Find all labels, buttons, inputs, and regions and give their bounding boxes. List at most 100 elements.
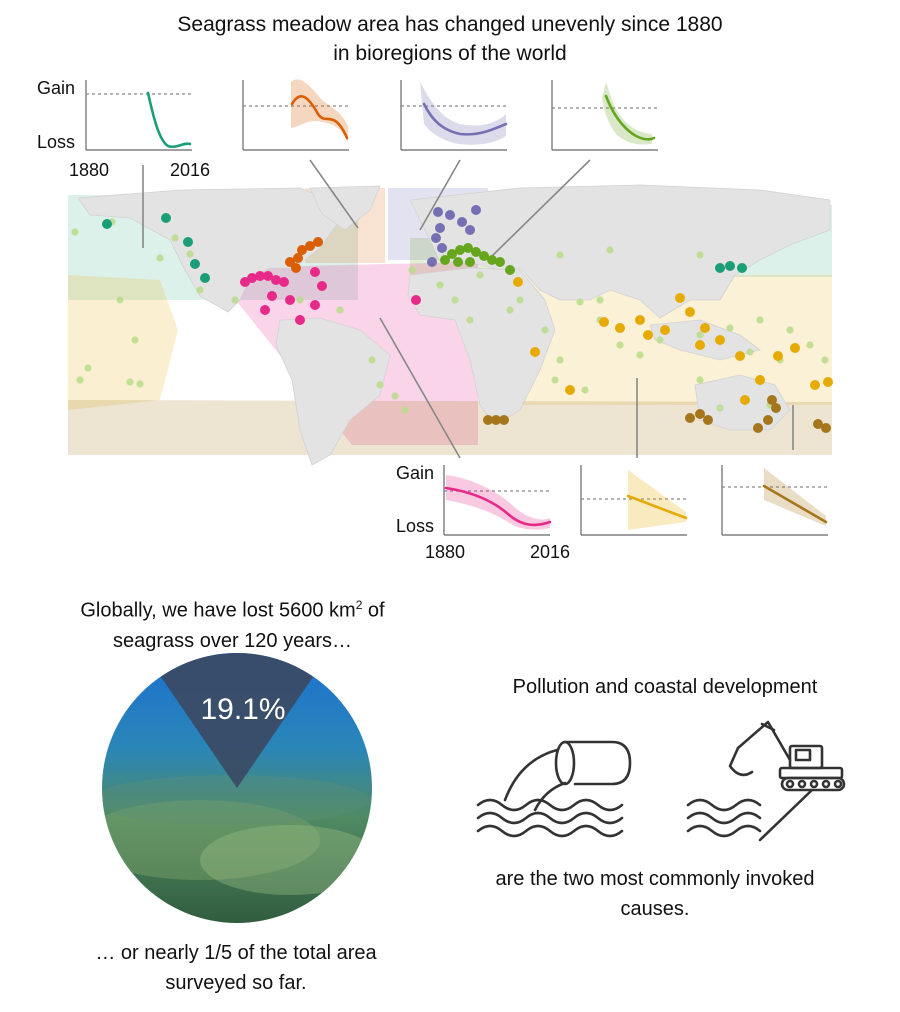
seagrass-presence-dot — [84, 364, 92, 372]
tropical-atlantic-site-dot — [310, 267, 320, 277]
trend-line — [604, 94, 656, 141]
north-atlantic-east-site-dot — [445, 210, 455, 220]
southern-oceans-site-dot — [703, 415, 713, 425]
tropical-indo-pacific-site-dot — [755, 375, 765, 385]
southern-oceans-site-dot — [491, 415, 501, 425]
excavator-icon — [686, 720, 846, 842]
loss-line-2: seagrass over 120 years… — [112, 629, 352, 652]
southern-oceans-site-dot — [483, 415, 493, 425]
southern-oceans-site-dot — [771, 403, 781, 413]
tropical-indo-pacific-site-dot — [530, 347, 540, 357]
north-atlantic-west-site-dot — [297, 245, 307, 255]
mini-chart-nw-atlantic — [242, 79, 349, 151]
mediterranean-site-dot — [453, 257, 463, 267]
north-pacific-site-dot — [183, 237, 193, 247]
causes-caption-line-1: are the two most commonly invoked — [495, 868, 815, 890]
mini-label-start-year-top: 1880 — [69, 160, 109, 180]
southern-oceans-site-dot — [499, 415, 509, 425]
tropical-indo-pacific-site-dot — [675, 293, 685, 303]
confidence-band — [446, 475, 550, 530]
km-squared-superscript: 2 — [355, 598, 363, 612]
north-atlantic-east-site-dot — [431, 233, 441, 243]
loss-line-1-prefix: Globally, we have lost 5600 km — [80, 599, 356, 622]
mini-chart-mediterranean — [551, 80, 658, 151]
tropical-indo-pacific-site-dot — [635, 315, 645, 325]
seagrass-presence-dot — [556, 356, 564, 364]
southern-oceans-site-dot — [821, 423, 831, 433]
tropical-atlantic-site-dot — [263, 271, 273, 281]
seagrass-presence-dot — [541, 326, 549, 334]
tropical-indo-pacific-site-dot — [513, 277, 523, 287]
seagrass-presence-dot — [71, 228, 79, 236]
tropical-atlantic-site-dot — [317, 281, 327, 291]
causes-heading: Pollution and coastal development — [512, 676, 818, 698]
north-pacific-site-dot — [190, 259, 200, 269]
tropical-indo-pacific-site-dot — [773, 351, 783, 361]
leader-ne-atlantic — [419, 159, 461, 231]
seagrass-presence-dot — [401, 406, 409, 414]
confidence-band — [291, 79, 348, 142]
seagrass-presence-dot — [726, 324, 734, 332]
seagrass-presence-dot — [231, 296, 239, 304]
tropical-atlantic-site-dot — [260, 305, 270, 315]
tropical-atlantic-site-dot — [279, 277, 289, 287]
mediterranean-site-dot — [440, 255, 450, 265]
north-pacific-site-dot — [200, 273, 210, 283]
mediterranean-site-dot — [463, 243, 473, 253]
wedge-percent-label: 19.1% — [200, 693, 285, 726]
southern-oceans-site-dot — [695, 409, 705, 419]
seagrass-presence-dot — [576, 298, 584, 306]
mini-label-loss-top: Loss — [37, 132, 75, 152]
region-band-southern-oceans — [68, 400, 832, 455]
mediterranean-site-dot — [505, 265, 515, 275]
seagrass-presence-dot — [606, 246, 614, 254]
seagrass-presence-dot — [131, 336, 139, 344]
fraction-line-1: … or nearly 1/5 of the total area — [95, 942, 377, 964]
tropical-indo-pacific-site-dot — [599, 317, 609, 327]
tropical-atlantic-site-dot — [295, 315, 305, 325]
seagrass-presence-dot — [476, 271, 484, 279]
north-atlantic-east-site-dot — [427, 257, 437, 267]
trend-line — [444, 486, 552, 527]
tropical-indo-pacific-site-dot — [715, 335, 725, 345]
land-eurasia — [409, 184, 831, 319]
tropical-indo-pacific-site-dot — [810, 380, 820, 390]
global-loss-statement: Globally, we have lost 5600 km2 of seagr… — [20, 590, 445, 656]
seagrass-presence-dot — [296, 296, 304, 304]
seagrass-presence-dot — [806, 341, 814, 349]
seagrass-presence-dot — [656, 336, 664, 344]
tropical-indo-pacific-site-dot — [615, 323, 625, 333]
seagrass-presence-dot — [76, 376, 84, 384]
mini-chart-tropical-atlantic — [443, 465, 552, 536]
tropical-indo-pacific-site-dot — [695, 340, 705, 350]
tropical-indo-pacific-site-dot — [735, 351, 745, 361]
seagrass-presence-dot — [126, 378, 134, 386]
seagrass-presence-dot — [336, 306, 344, 314]
region-band-tropical-east-pacific — [68, 275, 178, 410]
seagrass-presence-dot — [171, 234, 179, 242]
fraction-statement: … or nearly 1/5 of the total area survey… — [20, 938, 452, 998]
seagrass-presence-dot — [368, 356, 376, 364]
seagrass-presence-dot — [746, 348, 754, 356]
tropical-indo-pacific-site-dot — [700, 323, 710, 333]
north-atlantic-east-site-dot — [465, 225, 475, 235]
tropical-indo-pacific-site-dot — [790, 343, 800, 353]
north-atlantic-west-site-dot — [293, 253, 303, 263]
fraction-line-2: surveyed so far. — [165, 972, 307, 994]
mini-chart-north-pacific — [85, 80, 192, 151]
mini-label-loss-bottom: Loss — [396, 516, 434, 536]
confidence-band — [602, 82, 652, 145]
mediterranean-site-dot — [471, 247, 481, 257]
southern-oceans-site-dot — [763, 415, 773, 425]
loss-wedge — [160, 653, 314, 788]
leader-mediterranean — [489, 159, 591, 259]
north-pacific-site-dot — [161, 213, 171, 223]
north-atlantic-west-site-dot — [313, 237, 323, 247]
north-atlantic-east-site-dot — [457, 217, 467, 227]
tropical-indo-pacific-site-dot — [660, 325, 670, 335]
figure-title: Seagrass meadow area has changed unevenl… — [0, 10, 900, 68]
seagrass-site-dots — [71, 205, 833, 433]
pollution-pipe-icon — [476, 740, 632, 838]
tropical-atlantic-site-dot — [271, 275, 281, 285]
